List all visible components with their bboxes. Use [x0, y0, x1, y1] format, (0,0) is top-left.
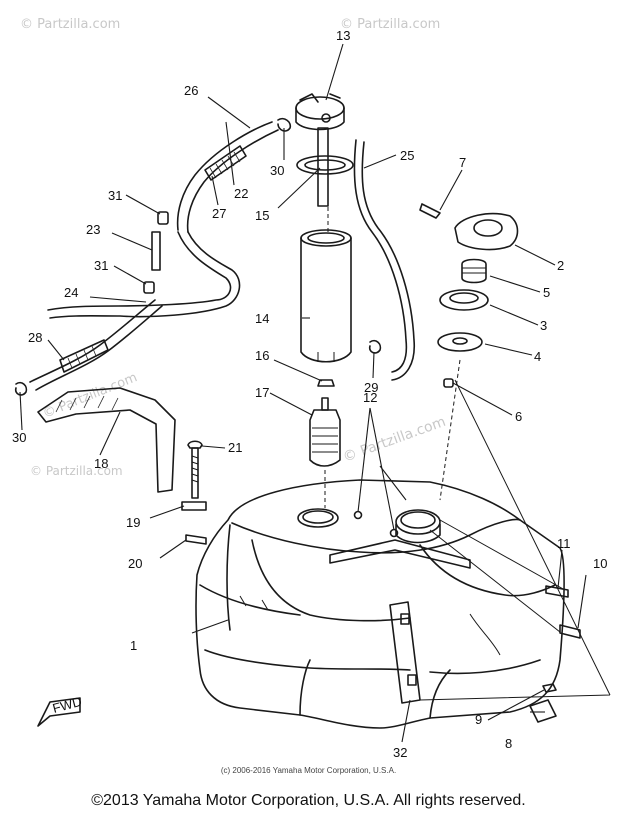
footer-copyright: ©2013 Yamaha Motor Corporation, U.S.A. A…: [91, 792, 526, 809]
fwd-label: FWD: [51, 694, 83, 716]
callout-17: 17: [255, 385, 269, 400]
callout-31-mid: 31: [94, 258, 108, 273]
callout-19: 19: [126, 515, 140, 530]
sender-assembly: [295, 93, 354, 467]
callout-10: 10: [593, 556, 607, 571]
callout-32: 32: [393, 745, 407, 760]
callout-13: 13: [336, 28, 350, 43]
callout-8: 8: [505, 736, 512, 751]
callout-29: 29: [364, 380, 378, 395]
callout-30-left: 30: [12, 430, 26, 445]
callout-15: 15: [255, 208, 269, 223]
leader-lines: [19, 43, 611, 743]
callout-5: 5: [543, 285, 550, 300]
callout-28: 28: [28, 330, 42, 345]
callout-21: 21: [228, 440, 242, 455]
callout-6: 6: [515, 409, 522, 424]
watermark-mid-left: © Partzilla.com: [30, 464, 123, 478]
callout-31-top: 31: [108, 188, 122, 203]
callout-12: 12: [363, 390, 377, 405]
callout-7: 7: [459, 155, 466, 170]
watermarks: © Partzilla.com © Partzilla.com © Partzi…: [20, 17, 448, 478]
callout-16: 16: [255, 348, 269, 363]
callout-20: 20: [128, 556, 142, 571]
watermark-top-left: © Partzilla.com: [20, 17, 120, 32]
bracket: [37, 387, 581, 723]
callout-27: 27: [212, 206, 226, 221]
callout-24: 24: [64, 285, 78, 300]
watermark-top-right: © Partzilla.com: [340, 17, 440, 32]
fuel-tank: [195, 479, 565, 729]
callout-26: 26: [184, 83, 198, 98]
callout-14: 14: [255, 311, 269, 326]
callout-23: 23: [86, 222, 100, 237]
callout-11: 11: [557, 536, 571, 551]
callouts: 1 2 3 4 5 6 7 8 9 10 11 12 13 14 15 16 1…: [12, 28, 607, 760]
callout-9: 9: [475, 712, 482, 727]
fwd-arrow: FWD: [37, 694, 83, 727]
callout-2: 2: [557, 258, 564, 273]
watermark-left: © Partzilla.com: [41, 370, 140, 421]
callout-3: 3: [540, 318, 547, 333]
small-copyright: (c) 2006-2016 Yamaha Motor Corporation, …: [220, 766, 397, 775]
callout-1: 1: [130, 638, 137, 653]
watermark-center: © Partzilla.com: [341, 414, 448, 466]
callout-22: 22: [234, 186, 248, 201]
cap-assembly: [419, 203, 519, 388]
callout-18: 18: [94, 456, 108, 471]
callout-25: 25: [400, 148, 414, 163]
callout-30-top: 30: [270, 163, 284, 178]
hoses: [14, 117, 416, 396]
callout-4: 4: [534, 349, 541, 364]
